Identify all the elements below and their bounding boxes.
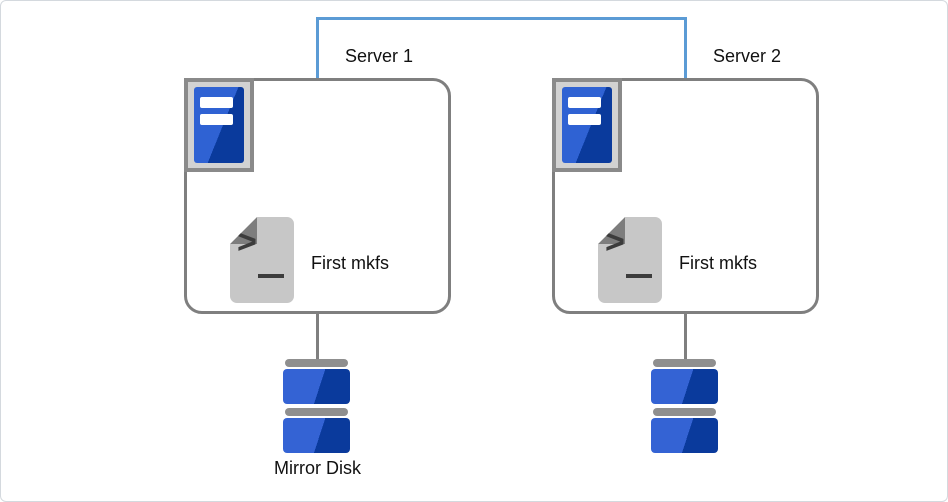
server-drive-slot <box>200 114 233 125</box>
server-tower-icon <box>184 78 254 172</box>
disk-platter <box>651 369 718 404</box>
disk-platter <box>283 418 350 453</box>
prompt-glyph: > <box>237 223 257 261</box>
disk-connector-line <box>684 314 687 359</box>
cursor-underscore <box>626 274 652 278</box>
network-link-drop-server1 <box>316 17 319 78</box>
server-1-group: Server 1 > First mkfs Mirror Disk <box>184 1 451 501</box>
disk-cap <box>653 359 716 367</box>
mirror-disk-icon <box>651 359 718 454</box>
cursor-underscore <box>258 274 284 278</box>
server-tower-body <box>562 87 612 163</box>
server-drive-slot <box>200 97 233 108</box>
mirror-disk-label: Mirror Disk <box>274 458 361 478</box>
server-2-script-label: First mkfs <box>679 253 757 273</box>
disk-platter <box>283 369 350 404</box>
server-tower-icon <box>552 78 622 172</box>
mirror-disk-icon <box>283 359 350 454</box>
disk-cap <box>653 408 716 416</box>
server-1-label: Server 1 <box>345 46 414 66</box>
server-2-label: Server 2 <box>713 46 782 66</box>
prompt-glyph: > <box>605 223 625 261</box>
disk-connector-line <box>316 314 319 359</box>
disk-cap <box>285 408 348 416</box>
server-2-group: Server 2 > First mkfs <box>552 1 819 501</box>
network-link-horizontal <box>316 17 687 20</box>
server-1-script-label: First mkfs <box>311 253 389 273</box>
server-tower-body <box>194 87 244 163</box>
disk-cap <box>285 359 348 367</box>
server-drive-slot <box>568 114 601 125</box>
disk-platter <box>651 418 718 453</box>
server-drive-slot <box>568 97 601 108</box>
network-link-drop-server2 <box>684 17 687 78</box>
